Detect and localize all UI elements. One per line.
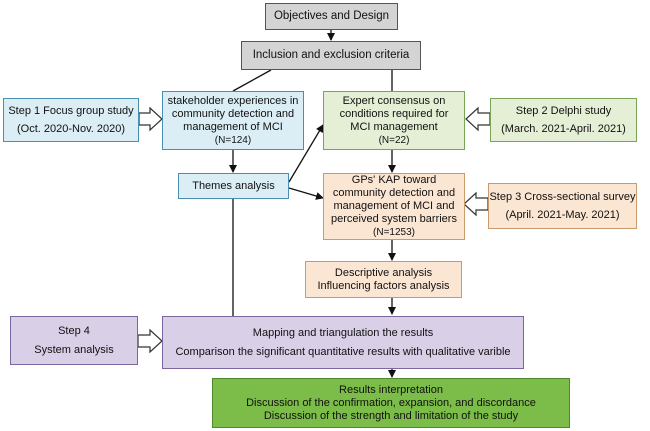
gps-line4: perceived system barriers	[331, 213, 457, 225]
descriptive-line2: Influencing factors analysis	[317, 279, 450, 292]
results-line3: Discussion of the strength and limitatio…	[263, 409, 519, 422]
results-line1: Results interpretation	[339, 383, 443, 396]
hollow-arrow-step1	[138, 106, 163, 132]
line-criteria-to-step1	[232, 69, 272, 92]
arrow-themes-to-gps	[288, 187, 324, 200]
stakeholder-line1: stakeholder experiences in	[167, 94, 299, 107]
stakeholder-line3: management of MCI	[183, 120, 283, 133]
step4-title: Step 4	[58, 324, 90, 337]
step1-title: Step 1 Focus group study	[8, 104, 134, 117]
expert-line1: Expert consensus on	[342, 94, 446, 107]
mapping-line2: Comparison the significant quantitative …	[175, 345, 511, 358]
step4-box: Step 4 System analysis	[10, 316, 138, 365]
criteria-box: Inclusion and exclusion criteria	[241, 41, 421, 70]
step2-title: Step 2 Delphi study	[515, 104, 612, 117]
step3-dates: (April. 2021-May. 2021)	[505, 208, 620, 221]
criteria-label: Inclusion and exclusion criteria	[252, 49, 410, 61]
hollow-arrow-step4	[137, 328, 163, 354]
step3-box: Step 3 Cross-sectional survey (April. 20…	[488, 183, 637, 229]
gps-line2: community detection and	[332, 187, 456, 199]
results-line2: Discussion of the confirmation, expansio…	[246, 396, 536, 409]
hollow-arrow-step3	[463, 191, 489, 217]
gps-box: GPs' KAP toward community detection and …	[323, 173, 465, 240]
step1-dates: (Oct. 2020-Nov. 2020)	[16, 122, 125, 135]
stakeholder-box: stakeholder experiences in community det…	[162, 91, 304, 150]
gps-line3: management of MCI and	[333, 200, 455, 212]
gps-line1: GPs' KAP toward	[351, 174, 437, 186]
themes-label: Themes analysis	[192, 179, 275, 192]
themes-box: Themes analysis	[178, 173, 289, 199]
expert-line2: conditions required for	[339, 107, 449, 120]
arrow-themes-to-expert	[288, 124, 324, 183]
expert-n: (N=22)	[378, 134, 410, 146]
objectives-box: Objectives and Design	[265, 3, 398, 30]
stakeholder-n: (N=124)	[214, 134, 252, 146]
objectives-label: Objectives and Design	[273, 10, 390, 22]
expert-line3: MCI management	[350, 120, 438, 133]
gps-n: (N=1253)	[373, 227, 415, 238]
step4-subtitle: System analysis	[34, 343, 114, 356]
step2-box: Step 2 Delphi study (March. 2021-April. …	[490, 98, 637, 142]
results-box: Results interpretation Discussion of the…	[212, 378, 570, 428]
hollow-arrow-step2	[465, 106, 491, 132]
descriptive-box: Descriptive analysis Influencing factors…	[305, 261, 462, 298]
step1-box: Step 1 Focus group study (Oct. 2020-Nov.…	[3, 98, 139, 142]
step3-title: Step 3 Cross-sectional survey	[489, 190, 636, 203]
step2-dates: (March. 2021-April. 2021)	[501, 122, 626, 135]
descriptive-line1: Descriptive analysis	[334, 266, 433, 279]
expert-box: Expert consensus on conditions required …	[323, 91, 465, 150]
mapping-box: Mapping and triangulation the results Co…	[162, 316, 524, 369]
stakeholder-line2: community detection and	[171, 107, 295, 120]
mapping-line1: Mapping and triangulation the results	[252, 326, 434, 339]
